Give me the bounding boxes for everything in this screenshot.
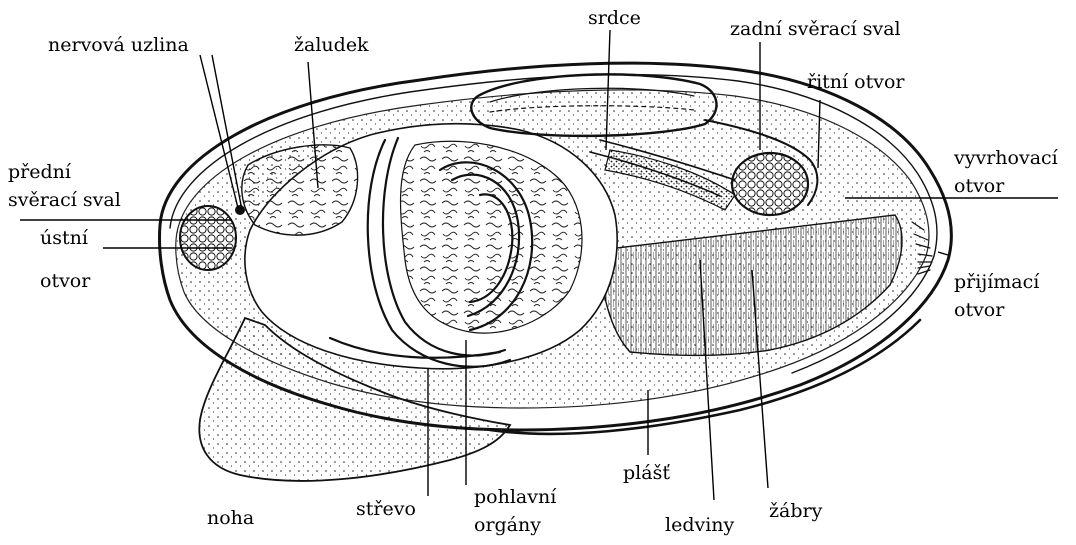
- label-prijimaci-1: přijímací: [954, 271, 1040, 293]
- label-zadni-sverac: zadní svěrací sval: [730, 18, 901, 40]
- posterior-adductor-muscle: [732, 153, 808, 215]
- label-vyvrhovaci-1: vyvrhovací: [953, 147, 1059, 169]
- label-ustni-1: ústní: [40, 227, 89, 249]
- nerve-ganglion: [235, 205, 245, 215]
- label-vyvrhovaci-2: otvor: [954, 175, 1005, 197]
- stomach: [242, 145, 358, 235]
- label-strevo: střevo: [356, 498, 416, 520]
- label-plast: plášť: [623, 462, 670, 484]
- label-noha: noha: [207, 507, 254, 529]
- label-predni-sverac-1: přední: [8, 161, 72, 183]
- label-nervova-uzlina: nervová uzlina: [48, 34, 189, 56]
- label-predni-sverac-2: svěrací sval: [8, 189, 121, 211]
- label-pohlavni-1: pohlavní: [474, 486, 557, 508]
- label-ledviny: ledviny: [665, 514, 735, 536]
- label-ustni-2: otvor: [40, 270, 91, 292]
- label-zaludek: žaludek: [294, 34, 369, 56]
- label-pohlavni-2: orgány: [474, 514, 541, 536]
- label-ritni-otvor: řitní otvor: [807, 71, 905, 93]
- label-zabry: žábry: [769, 500, 823, 522]
- anterior-adductor-muscle: [180, 206, 236, 270]
- label-srdce: srdce: [588, 7, 641, 29]
- label-prijimaci-2: otvor: [954, 299, 1005, 321]
